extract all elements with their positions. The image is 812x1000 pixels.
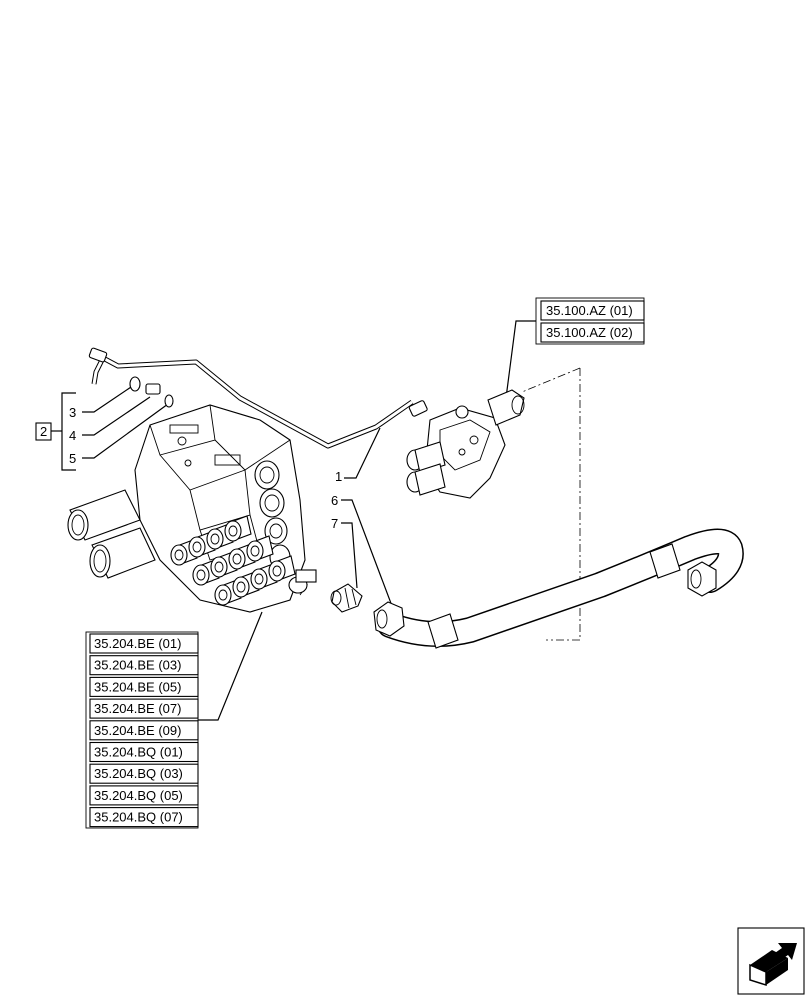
hose-6[interactable]	[373, 528, 744, 649]
callout-3-leader	[82, 384, 135, 413]
coupler-port	[246, 540, 264, 562]
ref-box-bottom-0[interactable]	[89, 633, 199, 654]
ref-box-bottom-1[interactable]	[89, 655, 199, 676]
o-ring-3-icon[interactable]	[129, 376, 141, 392]
seal-parts[interactable]	[129, 376, 174, 408]
coupler-port	[206, 528, 224, 550]
coupler-port	[232, 576, 250, 598]
ref-bottom-8[interactable]: 35.204.BQ (07)	[94, 810, 183, 825]
ref-group-top: 35.100.AZ (01) 35.100.AZ (02)	[505, 297, 645, 399]
next-page-arrow-icon[interactable]	[737, 927, 805, 995]
ref-top-0[interactable]: 35.100.AZ (01)	[546, 303, 633, 318]
callout-3-label: 3	[69, 405, 76, 420]
ref-top-1[interactable]: 35.100.AZ (02)	[546, 325, 633, 340]
o-ring-5-icon[interactable]	[164, 394, 174, 408]
coupler-port-inner	[214, 561, 224, 573]
ref-bottom-2[interactable]: 35.204.BE (05)	[94, 679, 181, 694]
pipe-fitting-left[interactable]	[88, 347, 108, 363]
front-couplers[interactable]	[170, 515, 296, 606]
callout-5-leader	[82, 403, 169, 459]
ref-bottom-7[interactable]: 35.204.BQ (05)	[94, 788, 183, 803]
adapter-7[interactable]	[330, 583, 363, 613]
coupler-port	[224, 520, 242, 542]
callout-group-2: 2 3 4 5	[35, 384, 169, 471]
callout-4-label: 4	[69, 428, 76, 443]
callout-4-leader	[82, 396, 151, 436]
callout-2-bracket	[61, 392, 76, 471]
ref-box-bottom-6[interactable]	[89, 763, 199, 784]
remote-valve[interactable]	[406, 389, 525, 499]
callout-6-label: 6	[331, 493, 338, 508]
coupler-port-inner	[174, 549, 184, 561]
coupler-port	[268, 560, 286, 582]
coupler-port	[192, 564, 210, 586]
callout-5-label: 5	[69, 451, 76, 466]
coupler-port	[210, 556, 228, 578]
callout-2-label: 2	[40, 424, 47, 439]
ref-bottom-leader	[198, 611, 263, 721]
coupler-port	[228, 548, 246, 570]
coupler-port	[250, 568, 268, 590]
coupler-port-inner	[250, 545, 260, 557]
coupler-port-inner	[232, 553, 242, 565]
callout-6-leader	[341, 499, 393, 607]
ref-box-top-1[interactable]	[540, 322, 645, 343]
ref-bottom-4[interactable]: 35.204.BE (09)	[94, 723, 181, 738]
ref-bottom-5[interactable]: 35.204.BQ (01)	[94, 745, 183, 760]
valve-block[interactable]	[134, 404, 317, 613]
callout-1-leader	[344, 427, 381, 479]
union-4-icon[interactable]	[145, 383, 161, 395]
ref-box-bottom-2[interactable]	[89, 676, 199, 697]
coupler-port-inner	[210, 533, 220, 545]
coupler-port-inner	[196, 569, 206, 581]
left-ports[interactable]	[67, 489, 156, 579]
callouts-right: 1 6 7	[331, 427, 393, 607]
ref-bottom-0[interactable]: 35.204.BE (01)	[94, 636, 181, 651]
pipe-assembly[interactable]	[88, 347, 428, 449]
hose-nut-left[interactable]	[373, 601, 405, 637]
ref-top-leader	[505, 320, 536, 399]
ref-box-bottom-8[interactable]	[89, 807, 199, 828]
ref-bottom-6[interactable]: 35.204.BQ (03)	[94, 766, 183, 781]
ref-group-bottom: 35.204.BE (01) 35.204.BE (03) 35.204.BE (0…	[85, 611, 263, 829]
coupler-port-inner	[218, 589, 228, 601]
hose-nut-right[interactable]	[687, 561, 717, 597]
coupler-port-inner	[228, 525, 238, 537]
ref-box-bottom-5[interactable]	[89, 741, 199, 763]
ref-box-bottom-3[interactable]	[89, 698, 199, 719]
coupler-port-inner	[254, 573, 264, 585]
ref-box-bottom-7[interactable]	[89, 785, 199, 806]
coupler-port-inner	[192, 541, 202, 553]
coupler-port-inner	[236, 581, 246, 593]
ref-bottom-1[interactable]: 35.204.BE (03)	[94, 658, 181, 673]
ref-box-bottom-4[interactable]	[89, 720, 199, 741]
callout-7-leader	[341, 522, 358, 589]
coupler-port	[170, 544, 188, 566]
ref-bottom-3[interactable]: 35.204.BE (07)	[94, 701, 181, 716]
coupler-port	[214, 584, 232, 606]
pipe-fitting-right[interactable]	[408, 400, 428, 417]
coupler-port-inner	[272, 565, 282, 577]
ref-box-top-0[interactable]	[540, 300, 645, 321]
coupler-port	[188, 536, 206, 558]
callout-7-label: 7	[331, 516, 338, 531]
callout-1-label: 1	[335, 469, 342, 484]
